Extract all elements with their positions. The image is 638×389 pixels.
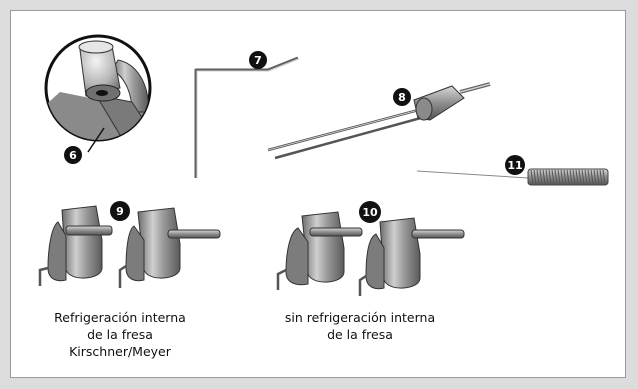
callout-badge-10: 10: [359, 201, 381, 223]
spring-coil: [557, 169, 561, 185]
spring-coil: [590, 169, 594, 185]
spring-coil: [596, 169, 600, 185]
svg-text:9: 9: [116, 205, 124, 218]
spring-coil: [530, 169, 534, 185]
nozzle-clip-external-b: [358, 217, 465, 296]
spring-coil: [599, 169, 603, 185]
cooling-cannula: [267, 82, 491, 160]
callout-badge-7: 7: [249, 51, 267, 69]
caption-external-line-1: sin refrigeración interna: [284, 310, 436, 325]
caption-no-internal-cooling: sin refrigeración interna de la fresa: [262, 309, 458, 343]
caption-internal-cooling: Refrigeración interna de la fresa Kirsch…: [28, 309, 212, 360]
spring-coil: [545, 169, 549, 185]
spring-coil: [560, 169, 564, 185]
spring-coil: [581, 169, 585, 185]
spring-coil: [542, 169, 546, 185]
spring-coil: [575, 169, 579, 185]
spring-coil: [569, 169, 573, 185]
spring-coil: [536, 169, 540, 185]
spring-coil: [572, 169, 576, 185]
spring-coil: [584, 169, 588, 185]
svg-text:7: 7: [254, 54, 262, 67]
callout-badge-9: 9: [110, 201, 130, 221]
spring-coil: [566, 169, 570, 185]
spring-coil: [554, 169, 558, 185]
nozzle-clip-external-a: [276, 211, 363, 290]
spring-coil: [578, 169, 582, 185]
spring-coil: [587, 169, 591, 185]
svg-text:11: 11: [507, 159, 522, 172]
callout-badge-6: 6: [64, 146, 82, 164]
bent-wire: [194, 56, 299, 178]
caption-internal-line-1: Refrigeración interna: [54, 310, 186, 325]
spring-coil: [539, 169, 543, 185]
caption-internal-line-3: Kirschner/Meyer: [69, 344, 171, 359]
spring-coil: [602, 169, 606, 185]
detail-magnifier: [44, 34, 152, 153]
svg-text:10: 10: [362, 206, 378, 219]
nozzle-clip-internal-b: [118, 207, 221, 288]
spring-coil: [563, 169, 567, 185]
caption-internal-line-2: de la fresa: [87, 327, 153, 342]
callout-badge-8: 8: [393, 88, 411, 106]
spring-coil: [593, 169, 597, 185]
cleaning-spring: [416, 168, 609, 186]
nozzle-clip-internal-a: [38, 205, 113, 286]
svg-text:8: 8: [398, 91, 406, 104]
spring-coil: [548, 169, 552, 185]
callout-badge-11: 11: [505, 155, 525, 175]
caption-external-line-2: de la fresa: [327, 327, 393, 342]
spring-coil: [551, 169, 555, 185]
svg-text:6: 6: [69, 149, 77, 162]
spring-coil: [533, 169, 537, 185]
